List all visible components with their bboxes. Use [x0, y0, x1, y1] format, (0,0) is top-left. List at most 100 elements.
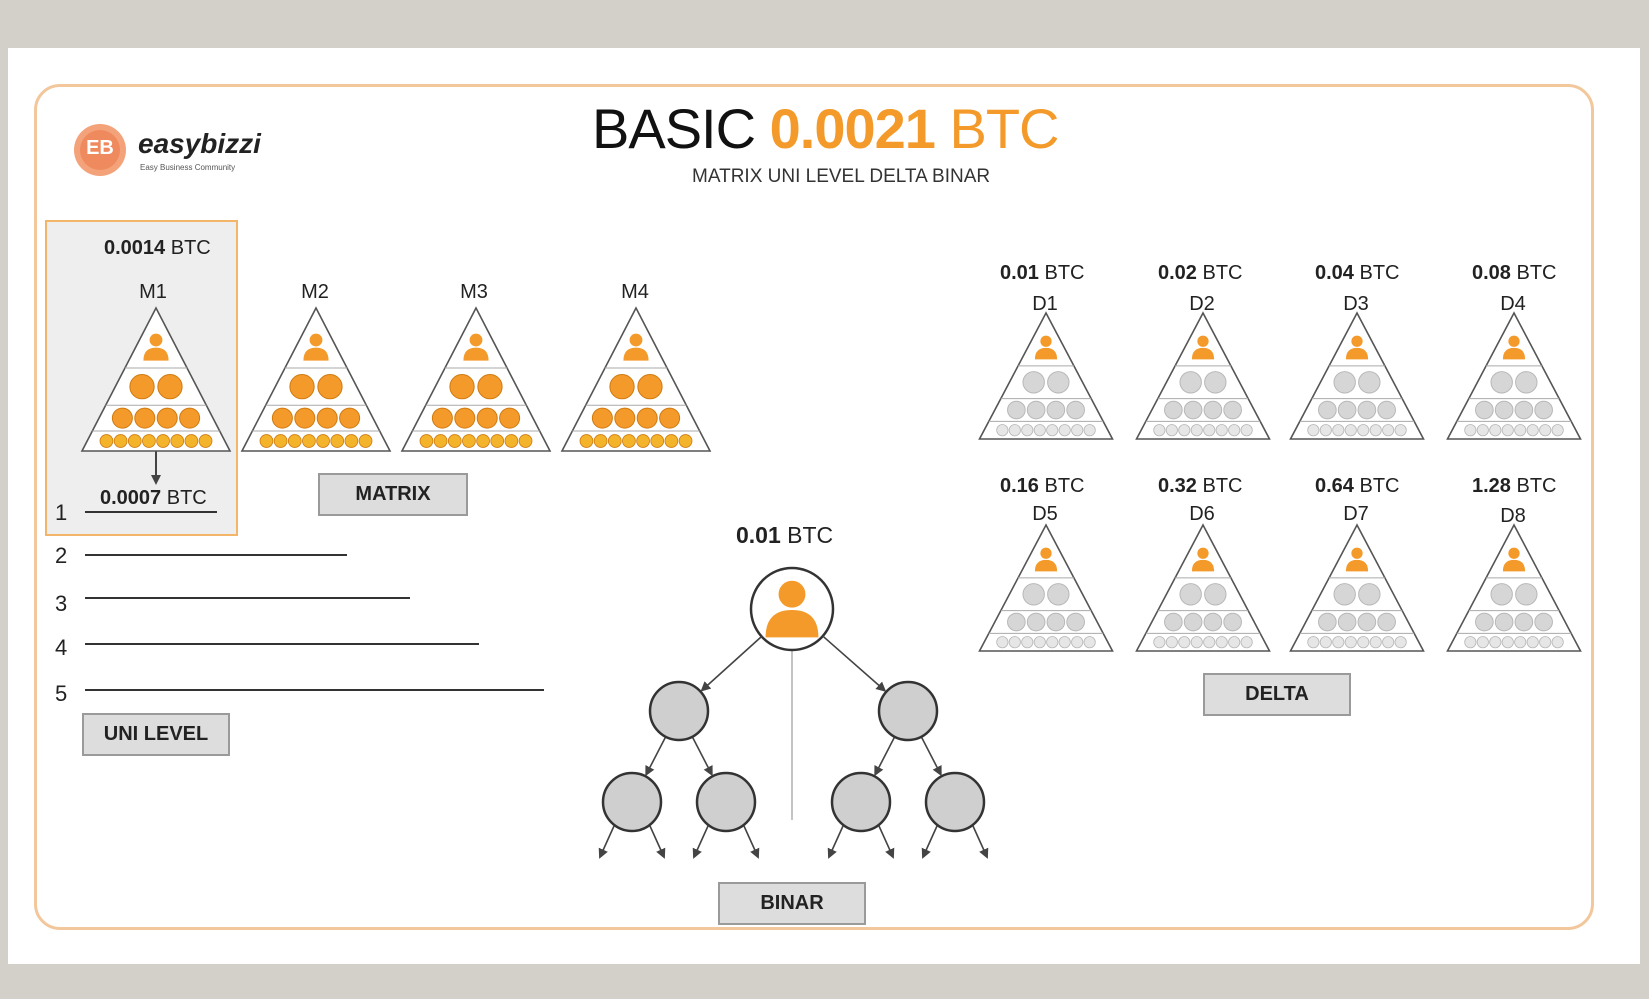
coin-icon — [1190, 424, 1203, 437]
delta-level-label: D4 — [1500, 293, 1526, 315]
coin-icon — [198, 434, 213, 448]
coin-icon — [1165, 424, 1178, 437]
coin-icon — [1539, 636, 1552, 649]
coin-icon — [134, 407, 156, 429]
coin-icon — [142, 434, 156, 448]
coin-icon — [1489, 636, 1502, 649]
coin-icon — [1203, 612, 1223, 632]
coin-icon — [1514, 636, 1527, 649]
coin-icon — [1332, 424, 1345, 437]
coin-icon — [1007, 612, 1026, 632]
title-suffix: BTC — [949, 97, 1059, 160]
coin-icon — [477, 373, 503, 400]
person-icon — [1191, 547, 1215, 572]
coin-icon — [1344, 424, 1357, 437]
binar-arrow — [700, 635, 763, 692]
page-title: BASIC 0.0021 BTC — [592, 96, 1059, 161]
coin-icon — [289, 373, 315, 400]
delta-level-label: D1 — [1032, 293, 1058, 315]
matrix-pyramid — [400, 306, 552, 452]
coin-icon — [1083, 424, 1096, 437]
coin-icon — [184, 434, 199, 448]
coin-icon — [1058, 424, 1071, 437]
matrix-pyramid — [560, 306, 712, 452]
binar-node — [877, 680, 939, 742]
coin-icon — [1464, 636, 1477, 649]
logo-mark-icon — [74, 124, 126, 176]
coin-icon — [317, 373, 343, 400]
coin-icon — [1153, 424, 1166, 437]
coin-icon — [1475, 612, 1494, 632]
sheet — [8, 48, 1640, 964]
coin-icon — [591, 407, 613, 429]
coin-icon — [1240, 636, 1253, 649]
coin-icon — [1394, 424, 1407, 437]
coin-icon — [1228, 424, 1241, 437]
coin-icon — [1033, 424, 1046, 437]
coin-icon — [593, 434, 608, 448]
coin-icon — [156, 434, 170, 448]
delta-pyramid — [1135, 311, 1271, 440]
unilevel-row-number: 5 — [55, 681, 68, 706]
coin-icon — [1358, 583, 1381, 606]
coin-icon — [1494, 612, 1514, 632]
delta-price: 0.08 BTC — [1472, 262, 1557, 284]
coin-icon — [1047, 583, 1070, 606]
binar-node — [695, 771, 757, 833]
coin-icon — [622, 434, 636, 448]
coin-icon — [637, 373, 663, 400]
coin-icon — [170, 434, 185, 448]
logo-name: easybizzi — [138, 128, 261, 159]
coin-icon — [1514, 400, 1534, 420]
person-icon — [1034, 335, 1058, 360]
coin-icon — [1319, 636, 1332, 649]
coin-icon — [113, 434, 128, 448]
delta-price: 0.04 BTC — [1315, 262, 1400, 284]
person-icon — [1345, 335, 1369, 360]
coin-icon — [1033, 636, 1046, 649]
coin-icon — [1501, 636, 1514, 649]
matrix-top-price-unit: BTC — [170, 237, 211, 259]
delta-level-label: D5 — [1032, 503, 1058, 525]
unilevel-row-number: 3 — [55, 591, 68, 616]
coin-icon — [579, 434, 594, 448]
coin-icon — [659, 407, 681, 429]
coin-icon — [462, 434, 476, 448]
delta-pyramid — [1446, 523, 1582, 652]
coin-icon — [339, 407, 361, 429]
coin-icon — [1357, 400, 1377, 420]
coin-icon — [1026, 400, 1046, 420]
matrix-pyramid — [240, 306, 392, 452]
delta-level-label: D2 — [1189, 293, 1215, 315]
matrix-level-label: M4 — [621, 281, 649, 303]
coin-icon — [259, 434, 274, 448]
matrix-pyramid — [80, 306, 232, 452]
uni-level-button[interactable]: UNI LEVEL — [82, 713, 230, 756]
binar-price: 0.01 BTC — [736, 522, 833, 549]
coin-icon — [1165, 636, 1178, 649]
coin-icon — [1377, 612, 1396, 632]
coin-icon — [1228, 636, 1241, 649]
coin-icon — [1022, 583, 1045, 606]
unilevel-first-price: 0.0007 BTC — [100, 487, 207, 510]
coin-icon — [431, 407, 453, 429]
binar-arrow — [743, 825, 760, 859]
coin-icon — [1539, 424, 1552, 437]
logo-tagline: Easy Business Community — [140, 163, 236, 172]
delta-price: 0.16 BTC — [1000, 475, 1085, 497]
binar-arrow — [921, 825, 938, 859]
person-icon — [1502, 335, 1526, 360]
coin-icon — [156, 407, 178, 429]
coin-icon — [1021, 424, 1034, 437]
delta-pyramid — [978, 311, 1114, 440]
coin-icon — [1357, 612, 1377, 632]
binar-node — [830, 771, 892, 833]
binar-arrow — [649, 825, 666, 859]
binar-button[interactable]: BINAR — [718, 882, 866, 925]
delta-button[interactable]: DELTA — [1203, 673, 1351, 716]
coin-icon — [358, 434, 373, 448]
person-icon — [623, 333, 649, 361]
matrix-button[interactable]: MATRIX — [318, 473, 468, 516]
coin-icon — [1047, 371, 1070, 394]
diagram-frame — [34, 84, 1594, 930]
